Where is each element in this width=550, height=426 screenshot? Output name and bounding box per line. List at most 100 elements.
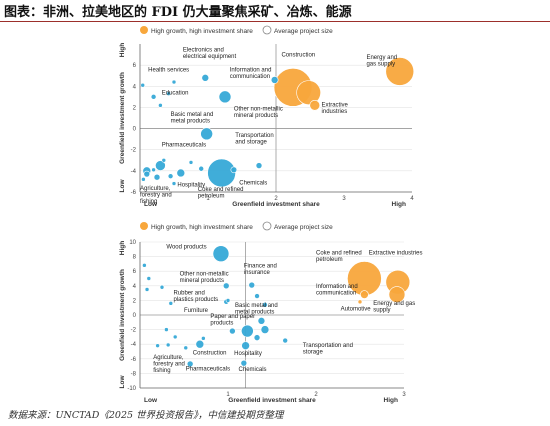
data-point	[151, 167, 156, 173]
data-point	[254, 293, 260, 299]
point-label-line: Rubber and	[173, 291, 204, 297]
point-label-line: communication	[316, 290, 356, 296]
legend-high-marker	[140, 26, 148, 34]
point-label-line: fishing	[140, 199, 157, 205]
y-axis-high: High	[119, 43, 126, 57]
point-label-line: and storage	[235, 140, 267, 146]
point-label-line: metal products	[235, 309, 274, 315]
y-tick-label: -2	[131, 328, 137, 334]
y-tick-label: 6	[133, 269, 137, 275]
point-label-line: Information and	[230, 67, 272, 73]
point-label-line: Basic metal and	[171, 112, 214, 118]
data-point	[309, 100, 321, 111]
x-tick-label: 2	[274, 196, 278, 202]
point-label: Hospitality	[234, 351, 262, 357]
y-tick-label: 0	[133, 313, 137, 319]
data-point	[207, 158, 236, 188]
data-point	[388, 286, 406, 303]
point-label: Chemicals	[239, 181, 267, 187]
point-label: Education	[162, 91, 189, 97]
point-label-line: Health services	[148, 67, 189, 73]
y-tick-label: -6	[131, 357, 137, 363]
data-point	[164, 327, 169, 332]
point-label-line: Hospitality	[234, 351, 262, 357]
point-label-line: supply	[373, 307, 390, 313]
y-axis-title: Greenfield investment growth	[119, 72, 126, 164]
data-point	[262, 301, 268, 308]
x-axis-high: High	[392, 201, 406, 208]
data-point	[282, 337, 289, 344]
point-label: Construction	[281, 53, 315, 59]
point-label-line: Chemicals	[239, 367, 267, 373]
data-point	[230, 166, 238, 174]
point-label-line: Extractive	[322, 102, 349, 108]
point-label-line: Chemicals	[239, 181, 267, 187]
data-point	[165, 342, 171, 348]
point-label: Health services	[148, 67, 189, 73]
point-label-line: mineral products	[234, 113, 278, 119]
y-tick-label: 0	[133, 127, 137, 133]
x-tick-label: 1	[226, 392, 230, 398]
data-point	[253, 334, 261, 341]
data-point	[161, 157, 167, 163]
point-label-line: plastics products	[173, 297, 218, 303]
y-axis-low: Low	[119, 179, 126, 193]
point-label: Extractive industries	[369, 250, 423, 256]
data-point	[296, 80, 321, 105]
point-label-line: Transportation	[235, 133, 273, 139]
y-tick-label: 10	[129, 240, 136, 246]
data-point	[357, 299, 363, 305]
x-tick-label: 3	[342, 196, 346, 202]
point-label-line: gas supply	[366, 61, 395, 67]
point-label: Automotive	[341, 307, 372, 313]
y-tick-label: 6	[133, 63, 137, 69]
data-point	[212, 245, 230, 262]
data-point	[255, 162, 263, 169]
data-point	[241, 324, 254, 338]
data-point	[159, 284, 165, 290]
data-point	[168, 301, 174, 306]
data-point	[200, 127, 213, 141]
data-point	[270, 76, 279, 84]
legend-size-marker	[262, 25, 272, 35]
point-label-line: Other non-metallic	[234, 107, 283, 113]
point-label-line: electrical equipment	[183, 54, 237, 60]
x-axis-low: Low	[144, 397, 158, 404]
data-point	[172, 334, 178, 340]
point-label-line: Wood products	[166, 245, 206, 251]
point-label-line: Construction	[281, 53, 315, 59]
legend-size-label: Average project size	[274, 28, 333, 35]
point-label-line: Finance and	[244, 264, 277, 270]
data-point	[158, 103, 163, 108]
data-point	[225, 298, 231, 303]
data-point	[153, 173, 161, 181]
point-label-line: Transportation and	[303, 343, 353, 349]
data-point	[171, 181, 177, 186]
x-tick-label: 3	[402, 392, 406, 398]
point-label-line: Education	[162, 91, 189, 97]
point-label-line: Energy and	[366, 55, 397, 61]
y-tick-label: 4	[133, 84, 137, 90]
data-point	[167, 173, 174, 179]
point-label-line: Construction	[193, 350, 227, 356]
legend-high-label: High growth, high investment share	[151, 28, 253, 35]
point-label-line: petroleum	[198, 193, 225, 199]
data-point	[142, 263, 147, 268]
point-label: Chemicals	[239, 367, 267, 373]
point-label-line: Agriculture,	[140, 186, 171, 192]
data-point	[183, 345, 189, 351]
point-label: Pharmaceuticals	[186, 366, 230, 372]
point-label-line: fishing	[153, 368, 170, 374]
